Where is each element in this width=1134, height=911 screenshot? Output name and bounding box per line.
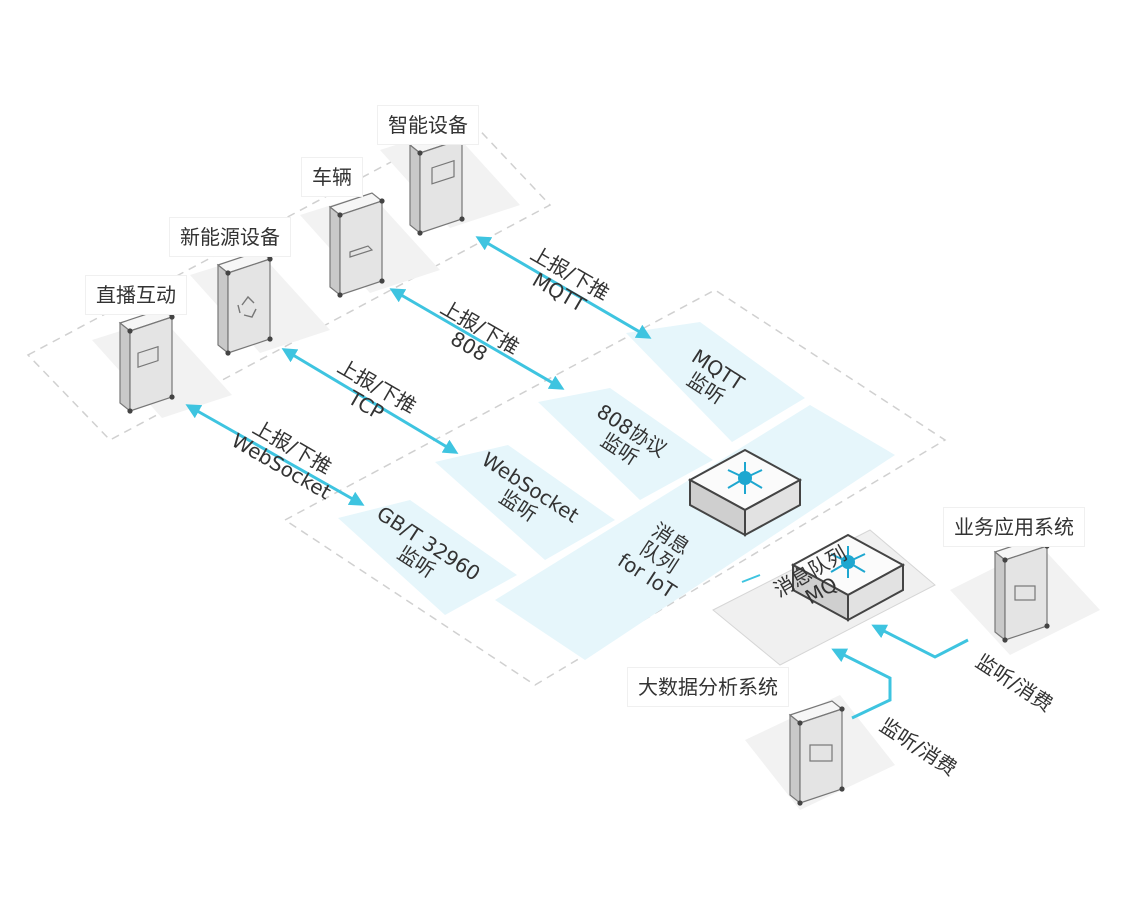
business-box xyxy=(994,537,1051,644)
vehicle-box xyxy=(329,192,386,299)
bigdata-consume-arrow xyxy=(831,648,892,720)
mq-iot-panel xyxy=(495,405,895,660)
car-icon xyxy=(349,245,374,258)
video-icon xyxy=(137,345,159,368)
live-device-box xyxy=(119,308,176,415)
live-label: 直播互动 xyxy=(86,276,186,314)
business-consume-arrow xyxy=(871,624,969,659)
mqtt-arrow xyxy=(475,236,652,339)
tcp-arrow xyxy=(281,348,459,454)
808-listener-panel xyxy=(538,388,713,500)
websocket-listener-panel xyxy=(435,445,615,560)
mq-iot-hub-box xyxy=(687,448,803,537)
smart-device-label: 智能设备 xyxy=(378,106,478,144)
bigdata-system-label: 大数据分析系统 xyxy=(628,668,788,706)
device-region xyxy=(26,119,552,441)
chart-icon xyxy=(809,744,833,762)
gateway-region xyxy=(283,289,947,686)
app-icon xyxy=(1014,585,1036,601)
energy-device-box xyxy=(217,250,274,357)
mq-hub-box xyxy=(790,533,906,622)
gbt-listener-panel xyxy=(338,500,517,615)
808-arrow xyxy=(389,288,565,390)
recycle-icon xyxy=(237,295,257,318)
business-system-label: 业务应用系统 xyxy=(944,508,1084,546)
websocket-arrow xyxy=(185,404,365,506)
bigdata-box xyxy=(789,700,846,807)
vehicle-label: 车辆 xyxy=(302,158,362,196)
mq-link xyxy=(741,574,761,583)
mqtt-listener-panel xyxy=(626,322,805,442)
monitor-icon xyxy=(431,159,455,185)
smart-device-box xyxy=(409,130,466,237)
energy-device-label: 新能源设备 xyxy=(170,218,290,256)
